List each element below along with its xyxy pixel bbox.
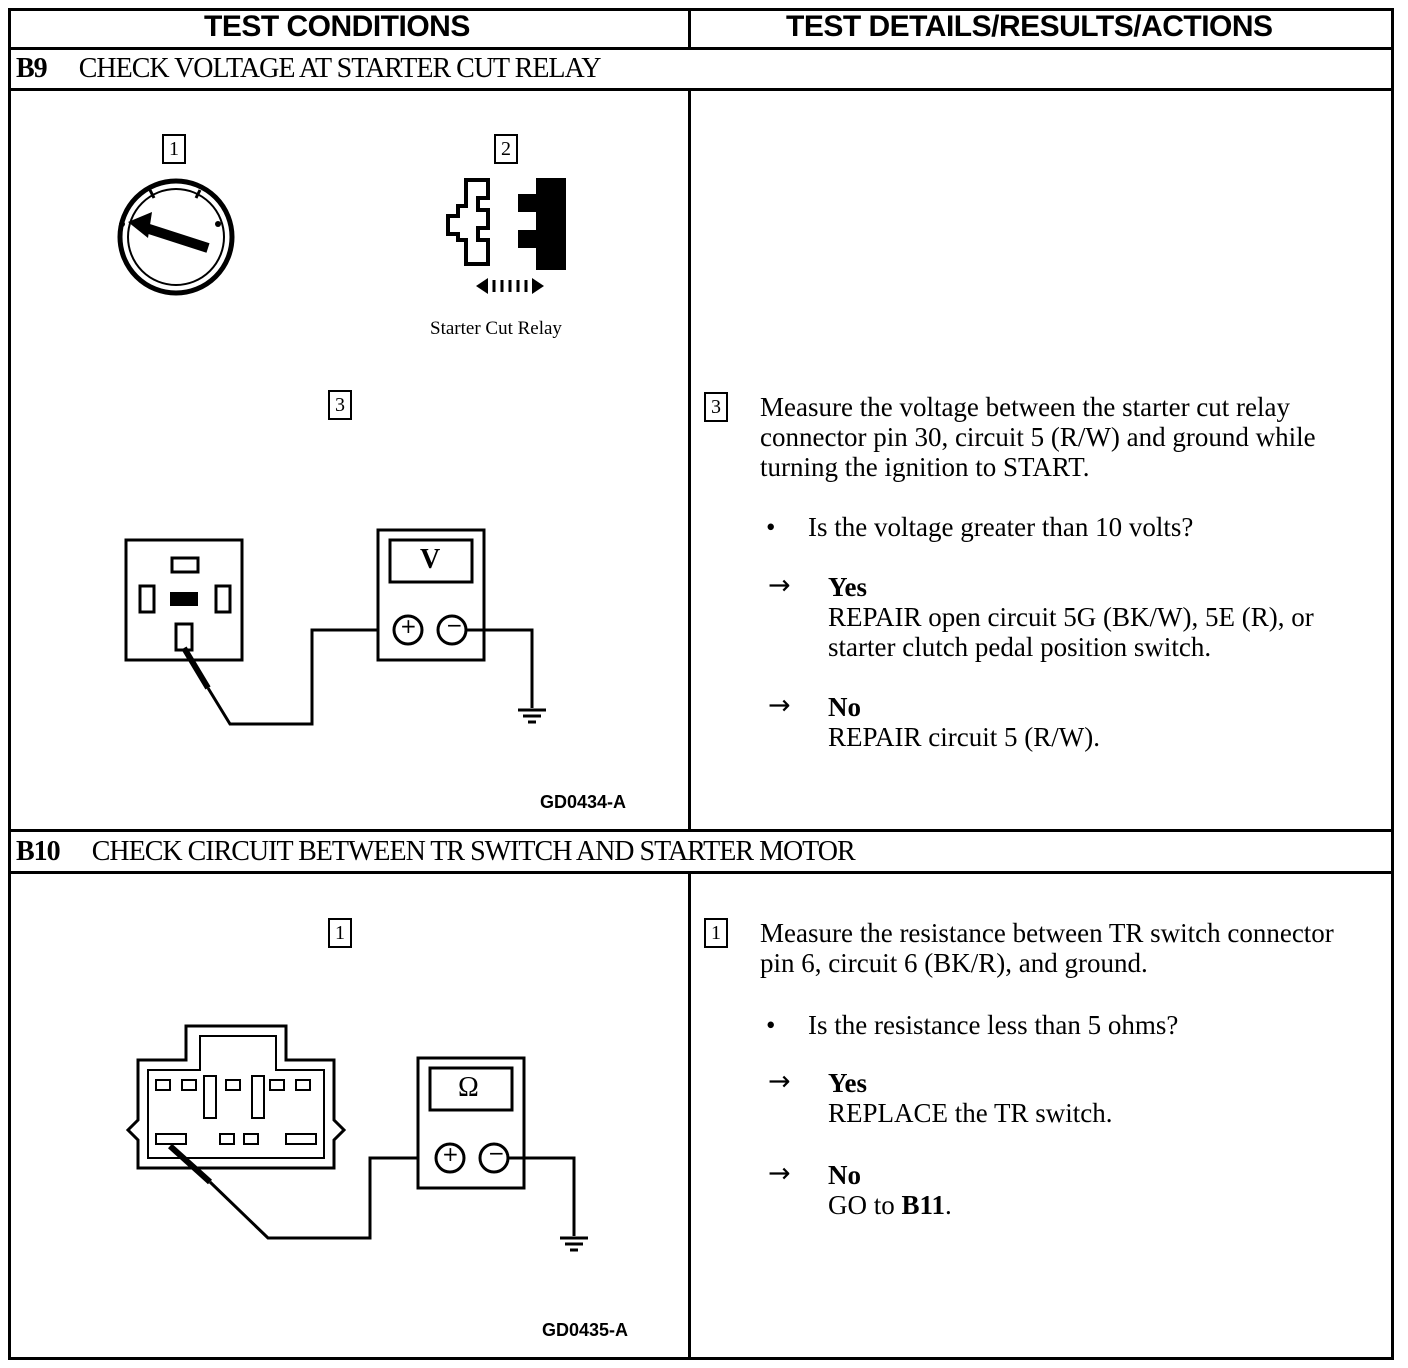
ohmmeter-plus-label: + — [442, 1142, 459, 1166]
b10-question-bullet: • — [766, 1010, 776, 1040]
b10-step-1-marker: 1 — [328, 918, 352, 948]
voltmeter-icon[interactable] — [376, 528, 556, 728]
b10-no-action-prefix: GO to — [828, 1190, 902, 1220]
b10-title-top-divider — [8, 829, 1394, 832]
starter-cut-relay-icon — [446, 178, 566, 294]
header-test-conditions: TEST CONDITIONS — [204, 10, 470, 43]
b9-no-action: REPAIR circuit 5 (R/W). — [828, 722, 1100, 752]
voltmeter-display-label: V — [420, 544, 441, 575]
b9-id: B9 — [16, 53, 48, 84]
b9-no-label: No — [828, 692, 861, 722]
b10-yes-action: REPLACE the TR switch. — [828, 1098, 1113, 1128]
ignition-switch-icon — [117, 178, 235, 296]
b10-no-action-ref[interactable]: B11 — [901, 1190, 946, 1220]
b9-yes-action: REPAIR open circuit 5G (BK/W), 5E (R), o… — [828, 602, 1314, 662]
b9-figure-id: GD0434-A — [540, 792, 627, 812]
column-divider-b9 — [688, 88, 691, 832]
b9-yes-arrow: → — [768, 570, 791, 601]
b9-question: Is the voltage greater than 10 volts? — [808, 512, 1194, 542]
b10-no-arrow: → — [768, 1158, 791, 1189]
b9-question-bullet: • — [766, 512, 776, 542]
ohmmeter-display-label: Ω — [458, 1072, 479, 1103]
voltmeter-minus-label: − — [446, 613, 463, 637]
b9-yes-label: Yes — [828, 572, 867, 602]
b9-step-2-marker: 2 — [494, 134, 518, 164]
b9-section-title: B9 CHECK VOLTAGE AT STARTER CUT RELAY — [16, 53, 602, 85]
b10-yes-arrow: → — [768, 1066, 791, 1097]
b10-no-label: No — [828, 1160, 861, 1190]
b10-yes-label: Yes — [828, 1068, 867, 1098]
header-divider — [8, 47, 1394, 50]
b9-instruction: Measure the voltage between the starter … — [760, 392, 1316, 482]
relay-caption: Starter Cut Relay — [430, 318, 562, 339]
b10-no-action: GO to B11. — [828, 1190, 1384, 1220]
b10-section-title: B10 CHECK CIRCUIT BETWEEN TR SWITCH AND S… — [16, 836, 856, 868]
ohmmeter-minus-label: − — [488, 1141, 505, 1165]
column-divider-b10 — [688, 871, 691, 1360]
b10-figure-id: GD0435-A — [542, 1320, 629, 1340]
diagnostic-table — [8, 8, 1394, 1360]
b9-title-divider — [8, 88, 1394, 91]
b9-detail-step-marker: 3 — [704, 392, 728, 422]
b9-step-3-marker: 3 — [328, 390, 352, 420]
relay-connector-diagram — [124, 538, 380, 726]
header-test-details: TEST DETAILS/RESULTS/ACTIONS — [786, 10, 1273, 43]
b9-title: CHECK VOLTAGE AT STARTER CUT RELAY — [78, 53, 602, 84]
b10-instruction: Measure the resistance between TR switch… — [760, 918, 1334, 978]
b10-title: CHECK CIRCUIT BETWEEN TR SWITCH AND STAR… — [91, 836, 856, 867]
tr-switch-connector-diagram — [125, 1024, 428, 1240]
b9-step-1-marker: 1 — [162, 134, 186, 164]
b10-no-action-suffix: . — [945, 1190, 952, 1220]
column-divider-header — [688, 8, 691, 50]
b10-id: B10 — [16, 836, 61, 867]
b10-question: Is the resistance less than 5 ohms? — [808, 1010, 1179, 1040]
b10-title-divider — [8, 871, 1394, 874]
b9-no-arrow: → — [768, 690, 791, 721]
voltmeter-plus-label: + — [400, 614, 417, 638]
ohmmeter-icon[interactable] — [416, 1056, 596, 1256]
b10-detail-step-marker: 1 — [704, 918, 728, 948]
